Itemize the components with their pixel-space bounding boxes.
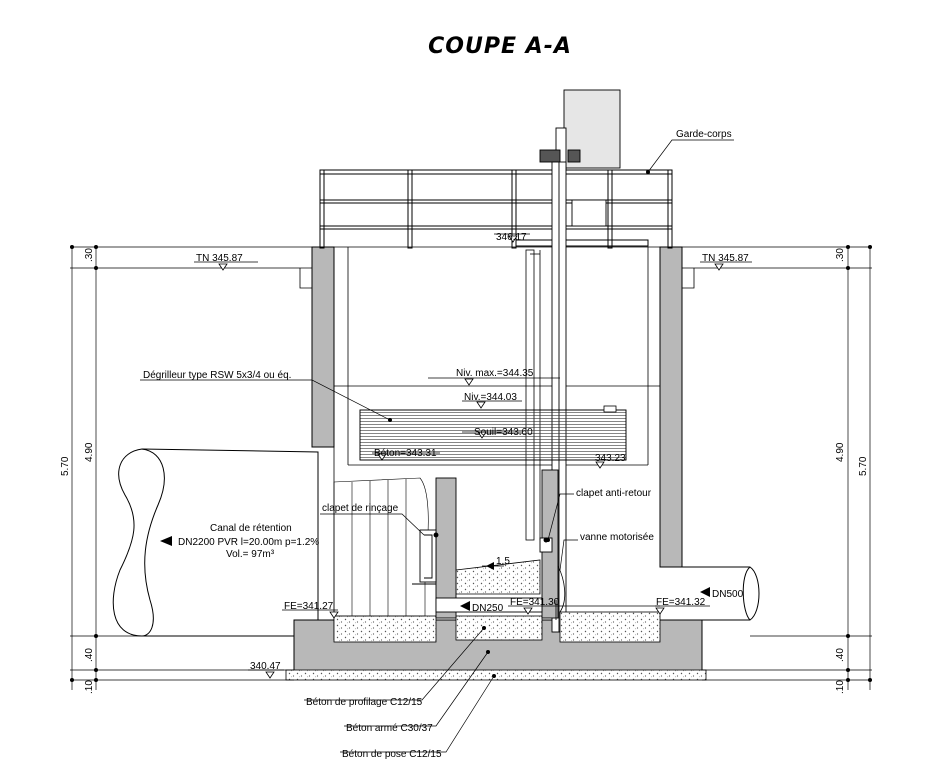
- dim-right-570: 5.70: [858, 456, 869, 476]
- label-fe-mid: FE=341.30: [510, 597, 560, 608]
- label-dn250: DN250: [472, 603, 504, 614]
- label-beton-level: Béton=343.31: [374, 448, 437, 459]
- label-canal-3: Vol.= 97m³: [226, 549, 275, 560]
- label-canal-2: DN2200 PVR l=20.00m p=1.2%: [178, 537, 319, 548]
- dim-left-30: .30: [84, 248, 95, 262]
- label-tn-left: TN 345.87: [196, 253, 243, 264]
- label-tn-right: TN 345.87: [702, 253, 749, 264]
- dim-left-490: 4.90: [84, 442, 95, 462]
- label-bottom-level: 340.47: [250, 661, 281, 672]
- dim-left-10: .10: [84, 680, 95, 694]
- label-niv-max: Niv. max.=344.35: [456, 368, 534, 379]
- label-slope: 1.5: [496, 556, 510, 567]
- flush-valve: [412, 529, 439, 585]
- label-level-343-23: 343.23: [595, 453, 626, 464]
- label-canal-1: Canal de rétention: [210, 523, 292, 534]
- label-seuil: Seuil=343.60: [474, 427, 533, 438]
- label-fe-left: FE=341.27: [284, 601, 334, 612]
- label-beton-profilage: Béton de profilage C12/15: [306, 697, 423, 708]
- label-vanne: vanne motorisée: [580, 532, 654, 543]
- screen-unit: [359, 405, 627, 461]
- dim-right-30: .30: [835, 248, 846, 262]
- dimension-lines: [70, 246, 872, 690]
- dim-right-490: 4.90: [835, 442, 846, 462]
- level-markers: [218, 235, 724, 679]
- concrete-fill: [285, 559, 707, 681]
- label-beton-arme: Béton armé C30/37: [346, 723, 433, 734]
- label-top-level: 346.17: [496, 232, 527, 243]
- drawing-title: COUPE A-A: [428, 34, 572, 59]
- check-valve: [539, 537, 553, 553]
- guardrail: [319, 169, 673, 249]
- label-niv: Niv.=344.03: [464, 392, 517, 403]
- retention-pipe: [112, 448, 319, 637]
- label-clapet-rincage: clapet de rinçage: [322, 503, 399, 514]
- dim-left-570: 5.70: [60, 456, 71, 476]
- label-beton-pose: Béton de pose C12/15: [342, 749, 442, 760]
- label-clapet-anti-retour: clapet anti-retour: [576, 488, 652, 499]
- inlet-zone: [333, 477, 429, 617]
- dim-left-40: .40: [84, 648, 95, 662]
- label-garde-corps: Garde-corps: [676, 129, 732, 140]
- label-dn500: DN500: [712, 589, 744, 600]
- label-fe-right: FE=341.32: [656, 597, 706, 608]
- dim-right-40: .40: [835, 648, 846, 662]
- dim-right-10: .10: [835, 680, 846, 694]
- label-degrilleur: Dégrilleur type RSW 5x3/4 ou éq.: [143, 370, 291, 381]
